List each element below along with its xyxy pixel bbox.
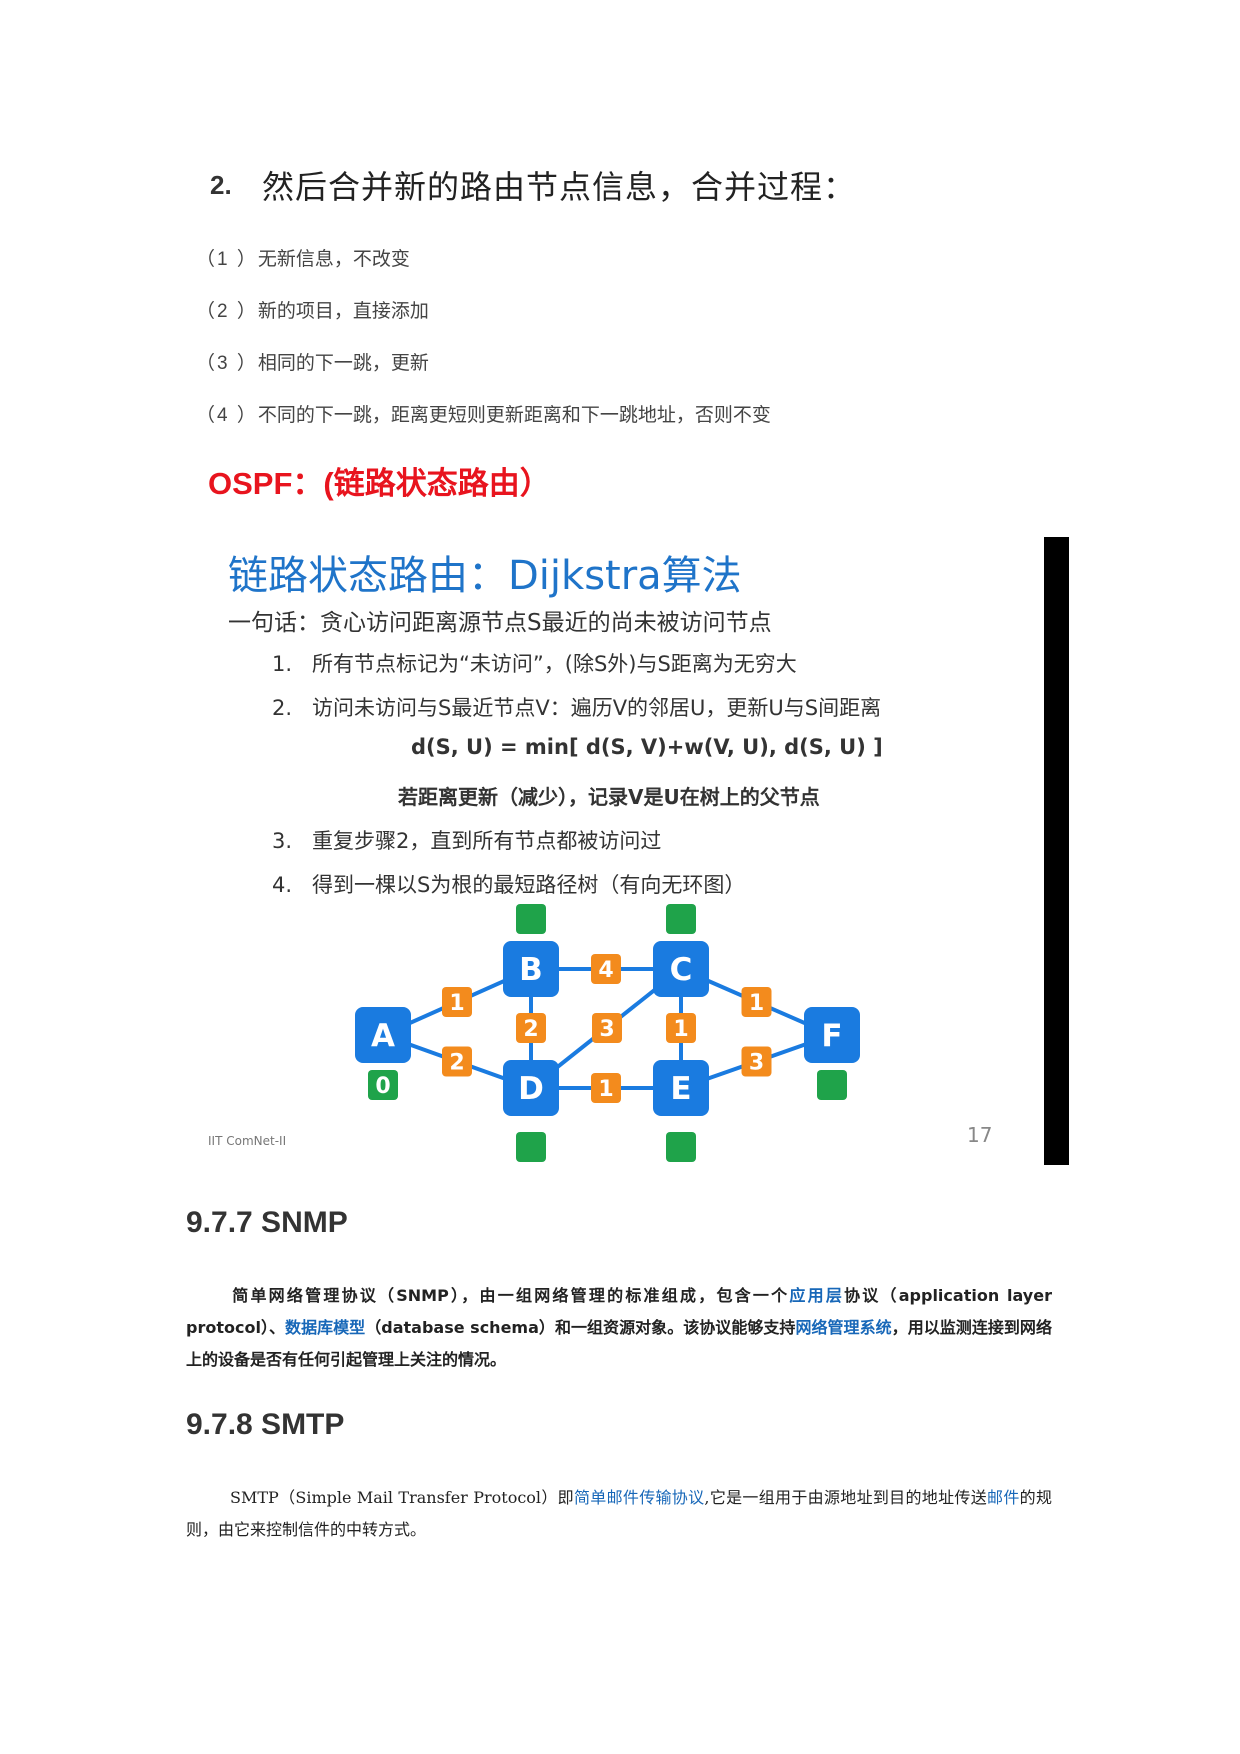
slide-step-number: 1. [272,652,293,676]
weight-badge-C-E [666,1013,696,1043]
link-mail[interactable]: 邮件 [987,1488,1020,1507]
slide-title: 链路状态路由：Dijkstra算法 [228,553,742,599]
graph-node-label-D: D [518,1071,544,1107]
weight-label-C-E: 1 [673,1017,688,1042]
weight-label-E-F: 3 [749,1051,764,1076]
slide-footer: IIT ComNet-II [208,1134,287,1148]
distance-box-B [516,904,546,934]
merge-rule-text: 无新信息，不改变 [257,248,410,270]
link-application-layer[interactable]: 应用层 [789,1286,845,1305]
graph-node-label-E: E [670,1071,691,1107]
slide-step-1: 1. 所有节点标记为“未访问”，(除S外)与S距离为无穷大 [272,648,797,678]
smtp-text-2: ,它是一组用于由源地址到目的地址传送 [704,1488,988,1507]
distance-box-F [817,1070,847,1100]
weight-label-C-D: 3 [599,1017,614,1042]
dijkstra-graph-diagram: 0 1 2 4 2 3 1 1 1 3 A B C D E F [355,904,860,1162]
merge-rule-number: （1 ） [196,249,258,270]
merge-rule-4: （4 ）不同的下一跳，距离更短则更新距离和下一跳地址，否则不变 [196,400,771,427]
snmp-text-3: （database schema）和一组资源对象。该协议能够支持 [365,1318,796,1337]
graph-node-label-F: F [821,1018,842,1054]
merge-rule-number: （2 ） [196,301,258,322]
slide-step-number: 2. [272,696,293,720]
slide-subtitle: 一句话：贪心访问距离源节点S最近的尚未被访问节点 [228,610,772,636]
weight-badge-C-F [741,987,772,1017]
graph-node-label-A: A [371,1018,395,1054]
merge-rule-number: （4 ） [196,405,258,426]
slide-step-text: 得到一棵以S为根的最短路径树（有向无环图） [312,873,746,897]
weight-badge-A-D [442,1046,472,1077]
section-heading-smtp: 9.7.8 SMTP [186,1408,345,1441]
weight-badge-A-B [442,987,472,1017]
distance-box-C [666,904,696,934]
graph-node-D [503,1060,559,1116]
slide-note: 若距离更新（减少），记录V是U在树上的父节点 [398,785,820,809]
merge-rule-2: （2 ）新的项目，直接添加 [196,296,429,323]
dijkstra-slide-image: 链路状态路由：Dijkstra算法 一句话：贪心访问距离源节点S最近的尚未被访问… [198,537,1068,1165]
graph-node-A [355,1007,411,1063]
slide-step-4: 4. 得到一棵以S为根的最短路径树（有向无环图） [272,869,745,899]
link-network-management-system[interactable]: 网络管理系统 [795,1318,892,1337]
link-database-model[interactable]: 数据库模型 [285,1318,366,1337]
merge-rule-3: （3 ）相同的下一跳，更新 [196,348,429,375]
weight-label-B-C: 4 [598,958,613,983]
distance-box-D [516,1132,546,1162]
weight-badge-B-D [516,1013,546,1043]
graph-node-label-B: B [519,952,543,988]
slide-step-number: 3. [272,829,293,853]
weight-label-C-F: 1 [749,991,764,1016]
slide-step-text: 访问未访问与S最近节点V：遍历V的邻居U，更新U与S间距离 [312,696,882,720]
heading-2-title: 然后合并新的路由节点信息，合并过程： [262,168,857,206]
merge-rule-number: （3 ） [196,353,258,374]
distance-box-A [368,1070,398,1100]
slide-formula: d(S, U) = min[ d(S, V)+w(V, U), d(S, U) … [411,735,883,759]
slide-step-text: 所有节点标记为“未访问”，(除S外)与S距离为无穷大 [312,652,797,676]
snmp-text-2: 协议（application layer protocol）、 [186,1286,1052,1337]
merge-rule-text: 不同的下一跳，距离更短则更新距离和下一跳地址，否则不变 [257,404,771,426]
heading-2-number: 2. [210,170,232,200]
slide-step-2: 2. 访问未访问与S最近节点V：遍历V的邻居U，更新U与S间距离 [272,692,881,722]
slide-page-number: 17 [967,1123,993,1147]
link-smtp-protocol[interactable]: 简单邮件传输协议 [573,1488,705,1507]
smtp-text-3: 的规则，由它来控制信件的中转方式。 [186,1488,1052,1539]
weight-badge-C-D [592,1013,622,1043]
merge-rule-1: （1 ）无新信息，不改变 [196,244,410,271]
graph-node-label-C: C [670,952,693,988]
graph-node-F [804,1007,860,1063]
merge-rule-text: 相同的下一跳，更新 [257,352,429,374]
weight-badge-D-E [591,1073,621,1103]
slide-step-3: 3. 重复步骤2，直到所有节点都被访问过 [272,825,661,855]
weight-badge-E-F [741,1046,772,1077]
weight-label-B-D: 2 [523,1017,538,1042]
weight-label-A-B: 1 [449,991,464,1016]
snmp-paragraph: 简单网络管理协议（SNMP），由一组网络管理的标准组成，包含一个应用层协议（ap… [186,1280,1052,1376]
snmp-text-4: ，用以监测连接到网络上的设备是否有任何引起管理上关注的情况。 [186,1318,1052,1369]
graph-node-E [653,1060,709,1116]
slide-step-text: 重复步骤2，直到所有节点都被访问过 [312,829,662,853]
smtp-paragraph: SMTP（Simple Mail Transfer Protocol）即简单邮件… [186,1482,1052,1546]
section-heading-snmp: 9.7.7 SNMP [186,1206,348,1239]
snmp-text-1: 简单网络管理协议（SNMP），由一组网络管理的标准组成，包含一个 [230,1286,790,1305]
distance-label-A: 0 [375,1074,390,1099]
weight-label-D-E: 1 [598,1077,613,1102]
ospf-heading: OSPF：(链路状态路由） [208,466,551,501]
graph-node-C [653,941,709,997]
weight-label-A-D: 2 [449,1051,464,1076]
smtp-text-1: SMTP（Simple Mail Transfer Protocol）即 [230,1488,574,1507]
slide-step-number: 4. [272,873,293,897]
merge-rule-text: 新的项目，直接添加 [257,300,429,322]
slide-edge-bar [1044,537,1069,1165]
weight-badge-B-C [591,954,621,984]
graph-node-B [503,941,559,997]
distance-box-E [666,1132,696,1162]
